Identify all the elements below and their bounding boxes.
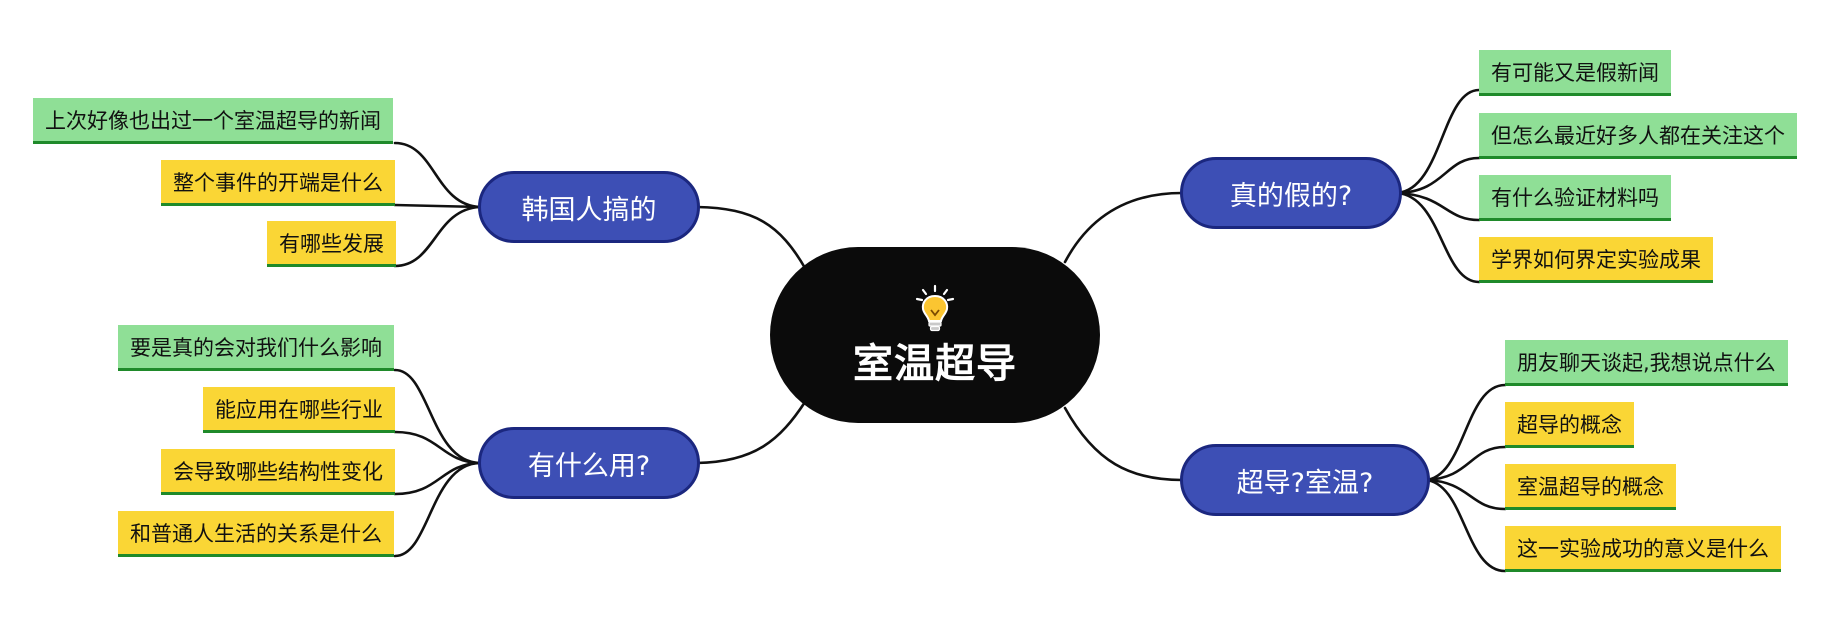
leaf-topic-2-item-3[interactable]: 学界如何界定实验成果 [1479, 237, 1713, 283]
connector-topic-2-leaf-3 [1395, 191, 1481, 284]
leaf-topic-3-item-1[interactable]: 超导的概念 [1505, 402, 1634, 448]
leaf-text: 上次好像也出过一个室温超导的新闻 [45, 108, 381, 133]
connector-topic-3-leaf-1 [1423, 445, 1507, 482]
connector-central-topic-3 [1063, 406, 1184, 482]
connector-central-topic-0 [695, 205, 807, 270]
connector-topic-0-leaf-1 [393, 203, 482, 209]
leaf-text: 有哪些发展 [279, 231, 384, 256]
connector-topic-2-leaf-0 [1395, 88, 1481, 195]
leaf-topic-1-item-1[interactable]: 能应用在哪些行业 [203, 387, 395, 433]
leaf-text: 朋友聊天谈起,我想说点什么 [1517, 350, 1776, 375]
topic-label: 有什么用? [527, 450, 651, 482]
leaf-topic-1-item-0[interactable]: 要是真的会对我们什么影响 [118, 325, 394, 371]
leaf-text: 室温超导的概念 [1517, 474, 1664, 499]
topic-label: 韩国人搞的 [521, 194, 657, 226]
leaf-topic-3-item-3[interactable]: 这一实验成功的意义是什么 [1505, 526, 1781, 572]
leaf-text: 会导致哪些结构性变化 [173, 459, 383, 484]
topic-label: 超导?室温? [1236, 467, 1374, 499]
leaf-text: 这一实验成功的意义是什么 [1517, 536, 1769, 561]
connector-topic-3-leaf-0 [1423, 383, 1507, 482]
leaf-text: 要是真的会对我们什么影响 [130, 335, 382, 360]
central-node[interactable]: 室温超导 [770, 247, 1100, 423]
connector-central-topic-1 [695, 400, 807, 465]
connector-topic-1-leaf-0 [393, 368, 482, 465]
leaf-text: 超导的概念 [1517, 412, 1622, 437]
central-title: 室温超导 [853, 341, 1017, 387]
leaf-topic-0-item-0[interactable]: 上次好像也出过一个室温超导的新闻 [33, 98, 393, 144]
leaf-text: 能应用在哪些行业 [215, 397, 383, 422]
leaf-topic-2-item-1[interactable]: 但怎么最近好多人都在关注这个 [1479, 113, 1797, 159]
topic-label: 真的假的? [1229, 180, 1353, 212]
topic-superconductor-room-temp[interactable]: 超导?室温? [1180, 444, 1430, 516]
connector-topic-1-leaf-1 [393, 430, 482, 465]
connector-topic-3-leaf-2 [1423, 478, 1507, 511]
leaf-topic-2-item-0[interactable]: 有可能又是假新闻 [1479, 50, 1671, 96]
connector-central-topic-2 [1063, 191, 1184, 264]
topic-usefulness[interactable]: 有什么用? [478, 427, 700, 499]
leaf-text: 但怎么最近好多人都在关注这个 [1491, 123, 1785, 148]
connector-topic-3-leaf-3 [1423, 478, 1507, 573]
leaf-topic-2-item-2[interactable]: 有什么验证材料吗 [1479, 175, 1671, 221]
connector-topic-0-leaf-2 [393, 205, 482, 268]
lightbulb-icon [915, 284, 955, 332]
leaf-topic-1-item-2[interactable]: 会导致哪些结构性变化 [161, 449, 395, 495]
leaf-topic-0-item-1[interactable]: 整个事件的开端是什么 [161, 160, 395, 206]
leaf-topic-0-item-2[interactable]: 有哪些发展 [267, 221, 396, 267]
leaf-text: 有什么验证材料吗 [1491, 185, 1659, 210]
topic-korean-origin[interactable]: 韩国人搞的 [478, 171, 700, 243]
topic-true-or-false[interactable]: 真的假的? [1180, 157, 1402, 229]
connector-topic-2-leaf-1 [1395, 156, 1481, 195]
leaf-topic-1-item-3[interactable]: 和普通人生活的关系是什么 [118, 511, 394, 557]
leaf-text: 学界如何界定实验成果 [1491, 247, 1701, 272]
connector-topic-1-leaf-3 [393, 461, 482, 558]
connector-topic-0-leaf-0 [393, 141, 482, 209]
connector-topic-2-leaf-2 [1395, 191, 1481, 222]
leaf-text: 和普通人生活的关系是什么 [130, 521, 382, 546]
leaf-topic-3-item-2[interactable]: 室温超导的概念 [1505, 464, 1676, 510]
leaf-text: 有可能又是假新闻 [1491, 60, 1659, 85]
leaf-topic-3-item-0[interactable]: 朋友聊天谈起,我想说点什么 [1505, 340, 1788, 386]
leaf-text: 整个事件的开端是什么 [173, 170, 383, 195]
connector-topic-1-leaf-2 [393, 461, 482, 496]
